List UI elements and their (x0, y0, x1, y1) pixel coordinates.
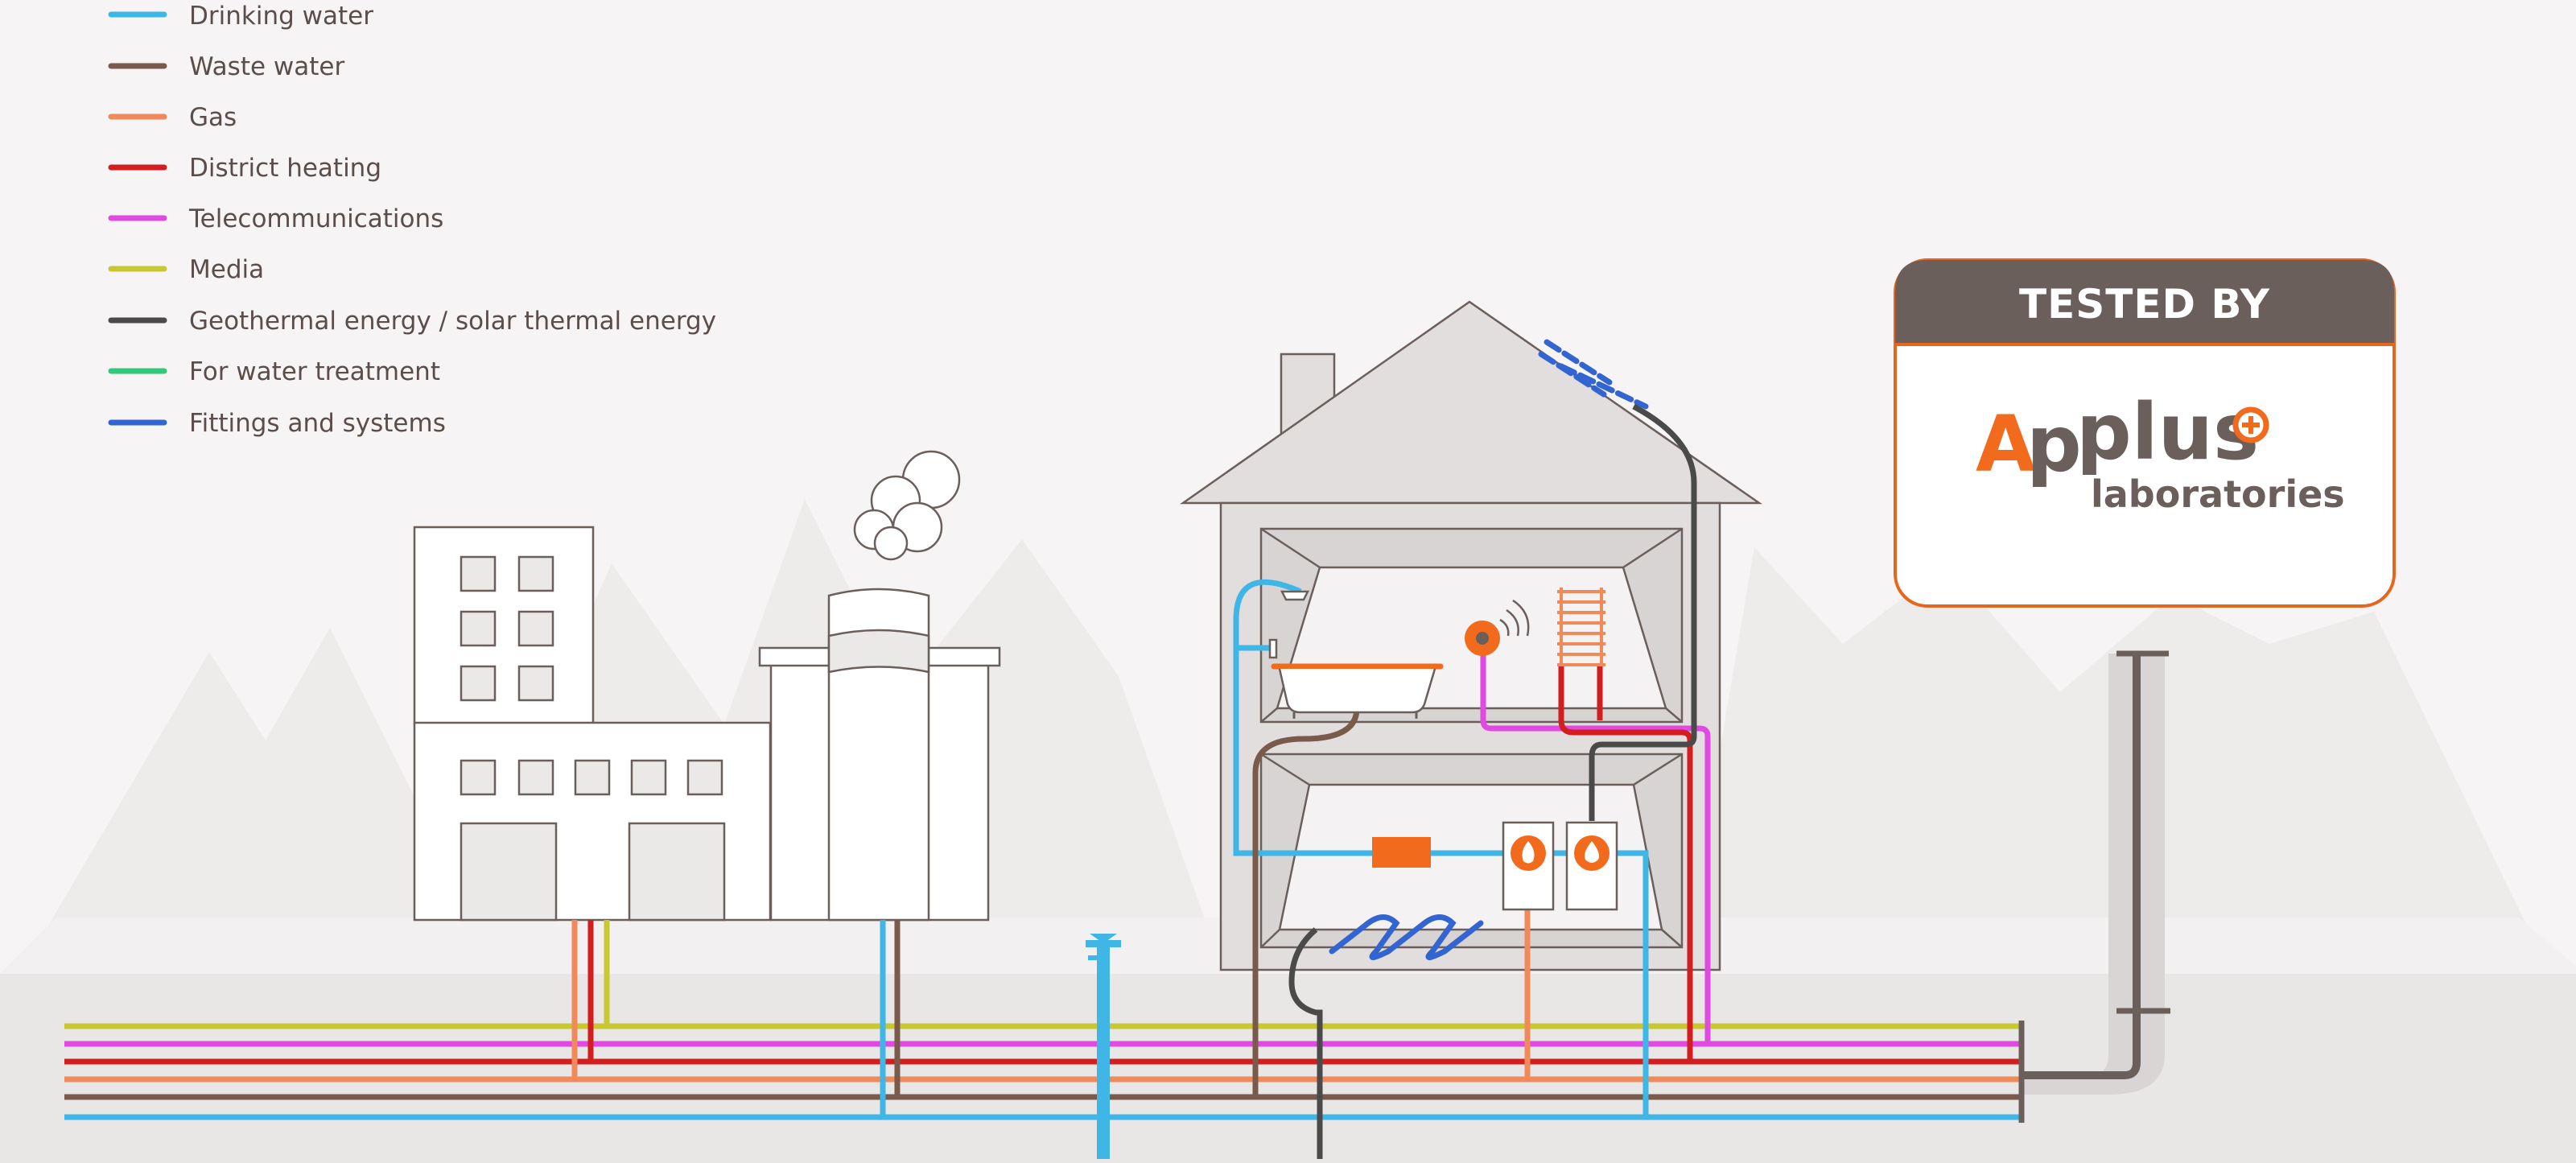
solar-panel-icon (1538, 339, 1649, 410)
office-building (413, 526, 772, 922)
legend-item: Fittings and systems (108, 409, 446, 438)
legend-item: Geothermal energy / solar thermal energy (108, 307, 716, 336)
bathtub-icon (1271, 663, 1444, 719)
logo-letter-a: A (1976, 399, 2035, 489)
badge-post (2018, 650, 2170, 1123)
legend-item: Telecommunications (108, 204, 443, 233)
legend-item: Media (108, 255, 264, 284)
logo-letter-p: p (2026, 399, 2082, 489)
smoke-cloud-icon (853, 450, 961, 561)
legend-label: District heating (189, 154, 381, 183)
tested-by-badge: TESTED BY A p plus laboratories (1894, 258, 2396, 608)
legend-item: For water treatment (108, 357, 440, 386)
logo-word: plus (2076, 387, 2259, 477)
water-meter-icon (1372, 837, 1431, 868)
hydrant-icon (1086, 934, 1121, 1159)
legend-label: Media (189, 255, 264, 284)
shower-head-icon (1268, 590, 1310, 659)
boiler-units (1502, 821, 1618, 911)
radiator-icon (1557, 588, 1605, 666)
legend-item: Gas (108, 103, 237, 132)
legend-label: Telecommunications (188, 204, 443, 233)
logo-subtitle: laboratories (2091, 472, 2345, 516)
office-windows (460, 555, 726, 922)
legend-label: For water treatment (189, 357, 440, 386)
utility-lines (64, 1023, 2020, 1120)
legend-label: Fittings and systems (189, 409, 446, 438)
underfloor-heating-icon (1329, 914, 1484, 960)
badge-title: TESTED BY (2019, 281, 2270, 328)
legend-label: Waste water (189, 52, 344, 81)
legend-label: Gas (189, 103, 237, 132)
legend-item: District heating (108, 154, 381, 183)
legend-label: Geothermal energy / solar thermal energy (189, 307, 716, 336)
router-icon (1465, 599, 1530, 656)
applus-logo: A p plus laboratories (1976, 387, 2345, 516)
legend: Drinking water Waste water Gas District … (108, 2, 716, 438)
legend-item: Drinking water (108, 2, 373, 31)
connection-pipes (571, 403, 1711, 1159)
legend-item: Waste water (108, 52, 344, 81)
factory (758, 450, 1001, 922)
legend-label: Drinking water (189, 2, 373, 31)
